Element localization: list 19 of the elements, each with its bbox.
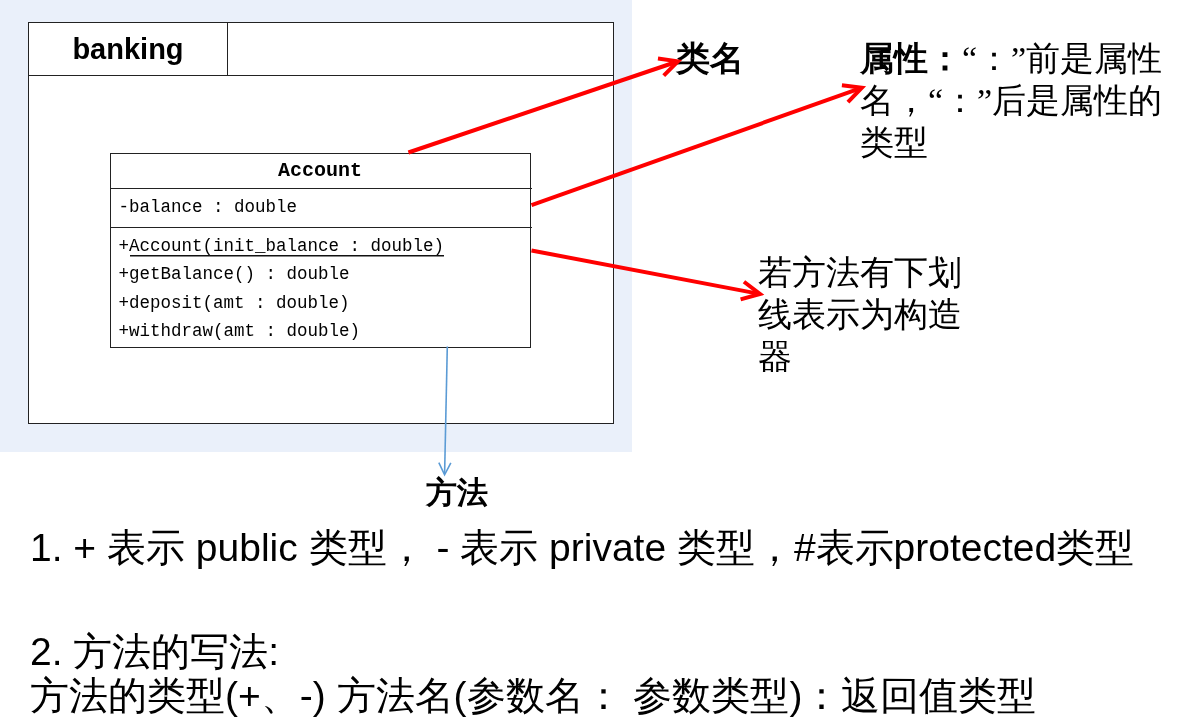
arrow bbox=[531, 248, 762, 302]
annotation-text: 方法 bbox=[426, 474, 488, 510]
annotation-text: 若方法有下划线表示为构造器 bbox=[758, 252, 980, 378]
arrow bbox=[438, 345, 452, 476]
method-signature: +deposit(amt : double) bbox=[118, 291, 350, 314]
note-text: 方法的类型(+、-) 方法名(参数名： 参数类型)：返回值类型 bbox=[30, 674, 1037, 718]
arrow bbox=[407, 56, 680, 155]
method-signature: +withdraw(amt : double) bbox=[118, 320, 361, 343]
class-name: Account bbox=[278, 158, 362, 183]
annotation-text: 类名 bbox=[676, 38, 744, 78]
arrow bbox=[530, 83, 864, 207]
note-text: 2. 方法的写法: bbox=[30, 630, 280, 674]
note-text: 1. + 表示 public 类型， - 表示 private 类型，#表示protected类型 bbox=[30, 526, 1135, 570]
method-signature: +getBalance() : double bbox=[118, 263, 350, 286]
annotation-text: 属性：“：”前是属性名，“：”后是属性的类型 bbox=[860, 38, 1174, 164]
class-box bbox=[109, 152, 531, 348]
package-frame bbox=[28, 22, 614, 424]
package-name: banking bbox=[72, 32, 184, 66]
attribute-text: -balance : double bbox=[118, 195, 298, 218]
